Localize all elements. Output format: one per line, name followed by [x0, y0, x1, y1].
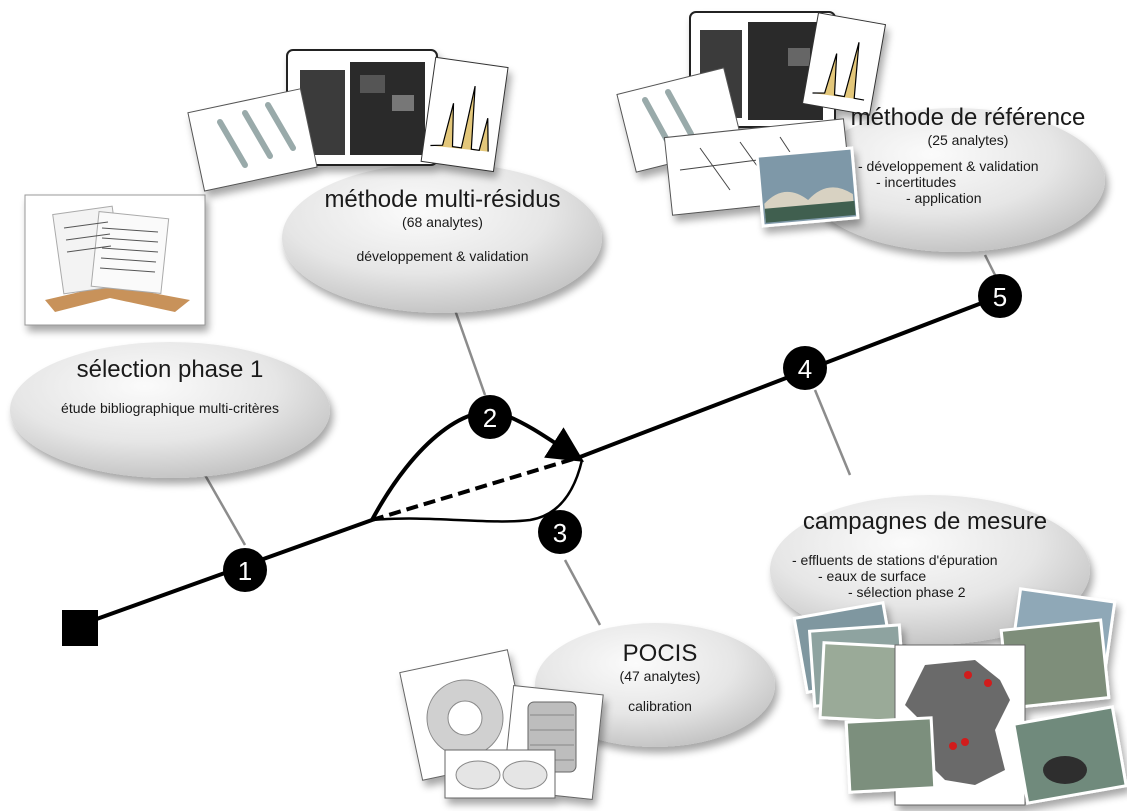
node-4-label: campagnes de mesure - effluents de stati… — [770, 508, 1080, 600]
marker-4-number: 4 — [798, 354, 812, 384]
node-1-label: sélection phase 1 étude bibliographique … — [30, 356, 310, 416]
connector-1 — [203, 474, 247, 546]
map-photos — [792, 587, 1127, 806]
instrument-photo-2 — [187, 49, 509, 192]
node-3-subtitle: (47 analytes) — [619, 668, 701, 684]
marker-2-number: 2 — [483, 403, 497, 433]
node-3-title: POCIS — [622, 640, 698, 667]
connector-3 — [563, 559, 602, 626]
bubble-2 — [282, 163, 602, 313]
node-2-label: méthode multi-résidus (68 analytes) déve… — [285, 186, 600, 264]
marker-4: 4 — [783, 346, 827, 390]
instrument-photo-5 — [616, 11, 887, 228]
marker-5-number: 5 — [993, 282, 1007, 312]
node-1-line-1: étude bibliographique multi-critères — [61, 400, 279, 416]
node-2-subtitle: (68 analytes) — [402, 214, 483, 230]
node-3-line-1: calibration — [628, 698, 692, 714]
node-2-title: méthode multi-résidus — [324, 186, 561, 213]
node-4-line-3: - sélection phase 2 — [848, 584, 966, 600]
node-1-title: sélection phase 1 — [76, 356, 264, 383]
markers: 1 2 3 4 5 — [223, 274, 1022, 592]
connector-2 — [453, 309, 487, 396]
node-4-line-2: - eaux de surface — [818, 568, 927, 584]
marker-3: 3 — [538, 510, 582, 554]
node-5-line-2: - incertitudes — [876, 174, 957, 190]
branch-lower — [371, 459, 584, 523]
pocis-photo — [399, 649, 604, 800]
node-5-subtitle: (25 analytes) — [927, 132, 1009, 148]
node-2-line-1: développement & validation — [356, 248, 529, 264]
connectors — [203, 254, 1002, 626]
marker-3-number: 3 — [553, 518, 567, 548]
node-3-label: POCIS (47 analytes) calibration — [565, 640, 755, 714]
marker-5: 5 — [978, 274, 1022, 318]
node-4-title: campagnes de mesure — [802, 508, 1048, 535]
node-5-line-1: - développement & validation — [858, 158, 1039, 174]
bubble-1 — [10, 342, 330, 478]
node-4-line-1: - effluents de stations d'épuration — [792, 552, 998, 568]
bubble-5 — [805, 108, 1105, 252]
node-5-title: méthode de référence — [850, 104, 1086, 131]
marker-2: 2 — [468, 395, 512, 439]
marker-1-number: 1 — [238, 556, 252, 586]
marker-1: 1 — [223, 548, 267, 592]
literature-photo — [24, 194, 206, 326]
start-square — [62, 610, 98, 646]
connector-4 — [813, 389, 852, 476]
node-5-line-3: - application — [906, 190, 982, 206]
branch-dashed — [371, 455, 581, 522]
node-5-label: méthode de référence (25 analytes) - dév… — [838, 104, 1098, 206]
